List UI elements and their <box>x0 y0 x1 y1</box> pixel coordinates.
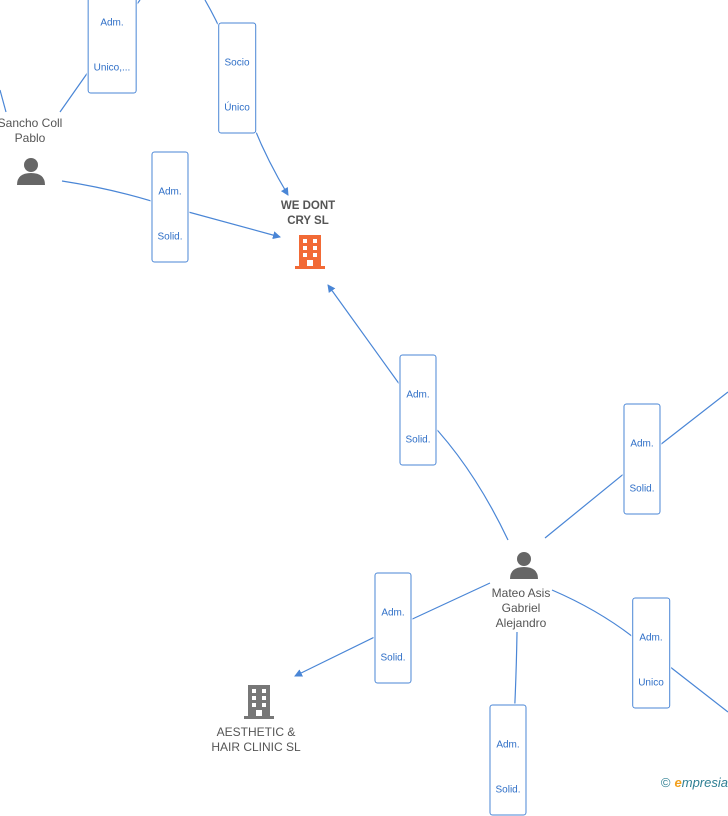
person-name-line: Alejandro <box>495 616 547 630</box>
edge-label-line: Adm. <box>100 17 124 29</box>
edge-label-line: Solid. <box>157 231 183 243</box>
person-icon[interactable] <box>16 156 46 186</box>
edge-label-line: Adm. <box>639 632 663 644</box>
company-name-line: WE DONT <box>280 200 336 212</box>
edge-label-line: Adm. <box>406 389 430 401</box>
edge-label-adm-unico[interactable]: Adm. Unico <box>632 597 670 709</box>
edge-label-line: Unico,... <box>93 62 131 74</box>
edge-label-line: Adm. <box>381 607 405 619</box>
node-wedontcry-label[interactable]: WE DONT CRY SL <box>281 199 335 229</box>
edge-left-partial <box>0 89 7 113</box>
edge-label-adm-solid[interactable]: Adm. Solid. <box>623 403 661 515</box>
person-name-line: Gabriel <box>501 601 541 615</box>
edge-label-adm-solid[interactable]: Adm. Solid. <box>489 704 527 816</box>
edge-label-line: Adm. <box>496 739 520 751</box>
node-mateo-label[interactable]: Mateo Asis Gabriel Alejandro <box>492 586 551 631</box>
copyright-icon: © <box>660 775 671 790</box>
edge-label-line: Adm. <box>158 186 182 198</box>
edge-label-socio-unico[interactable]: Socio Único <box>218 22 256 134</box>
edge-label-line: Socio <box>224 57 250 69</box>
edge-label-line: Único <box>224 102 250 114</box>
edge-label-line: Solid. <box>495 784 521 796</box>
company-name-line: CRY SL <box>287 215 329 227</box>
company-name-line: HAIR CLINIC SL <box>211 740 301 754</box>
empresia-watermark: ©empresia <box>661 775 728 790</box>
edge-label-line: Adm. <box>630 438 654 450</box>
edge-label-line: Solid. <box>405 434 431 446</box>
edge-label-adm-unico[interactable]: Adm. Unico,... <box>87 0 137 94</box>
building-icon[interactable] <box>243 685 275 719</box>
brand-name: mpresia <box>681 775 728 790</box>
brand-initial: e <box>674 775 682 790</box>
person-name-line: Mateo Asis <box>491 586 551 600</box>
person-icon[interactable] <box>509 550 539 580</box>
relationship-graph <box>0 0 728 795</box>
edge-label-adm-solid[interactable]: Adm. Solid. <box>151 151 189 263</box>
building-icon[interactable] <box>294 235 326 269</box>
edge-label-adm-solid[interactable]: Adm. Solid. <box>374 572 412 684</box>
person-name-line: Sancho Coll <box>0 116 63 130</box>
edge-label-adm-solid[interactable]: Adm. Solid. <box>399 354 437 466</box>
company-name-line: AESTHETIC & <box>216 725 296 739</box>
person-name-line: Pablo <box>14 131 46 145</box>
edge-label-line: Solid. <box>629 483 655 495</box>
edge-label-line: Solid. <box>380 652 406 664</box>
node-aesthetic-label[interactable]: AESTHETIC & HAIR CLINIC SL <box>211 725 300 755</box>
node-sancho-label[interactable]: Sancho Coll Pablo <box>0 116 62 146</box>
edge-label-line: Unico <box>638 677 664 689</box>
